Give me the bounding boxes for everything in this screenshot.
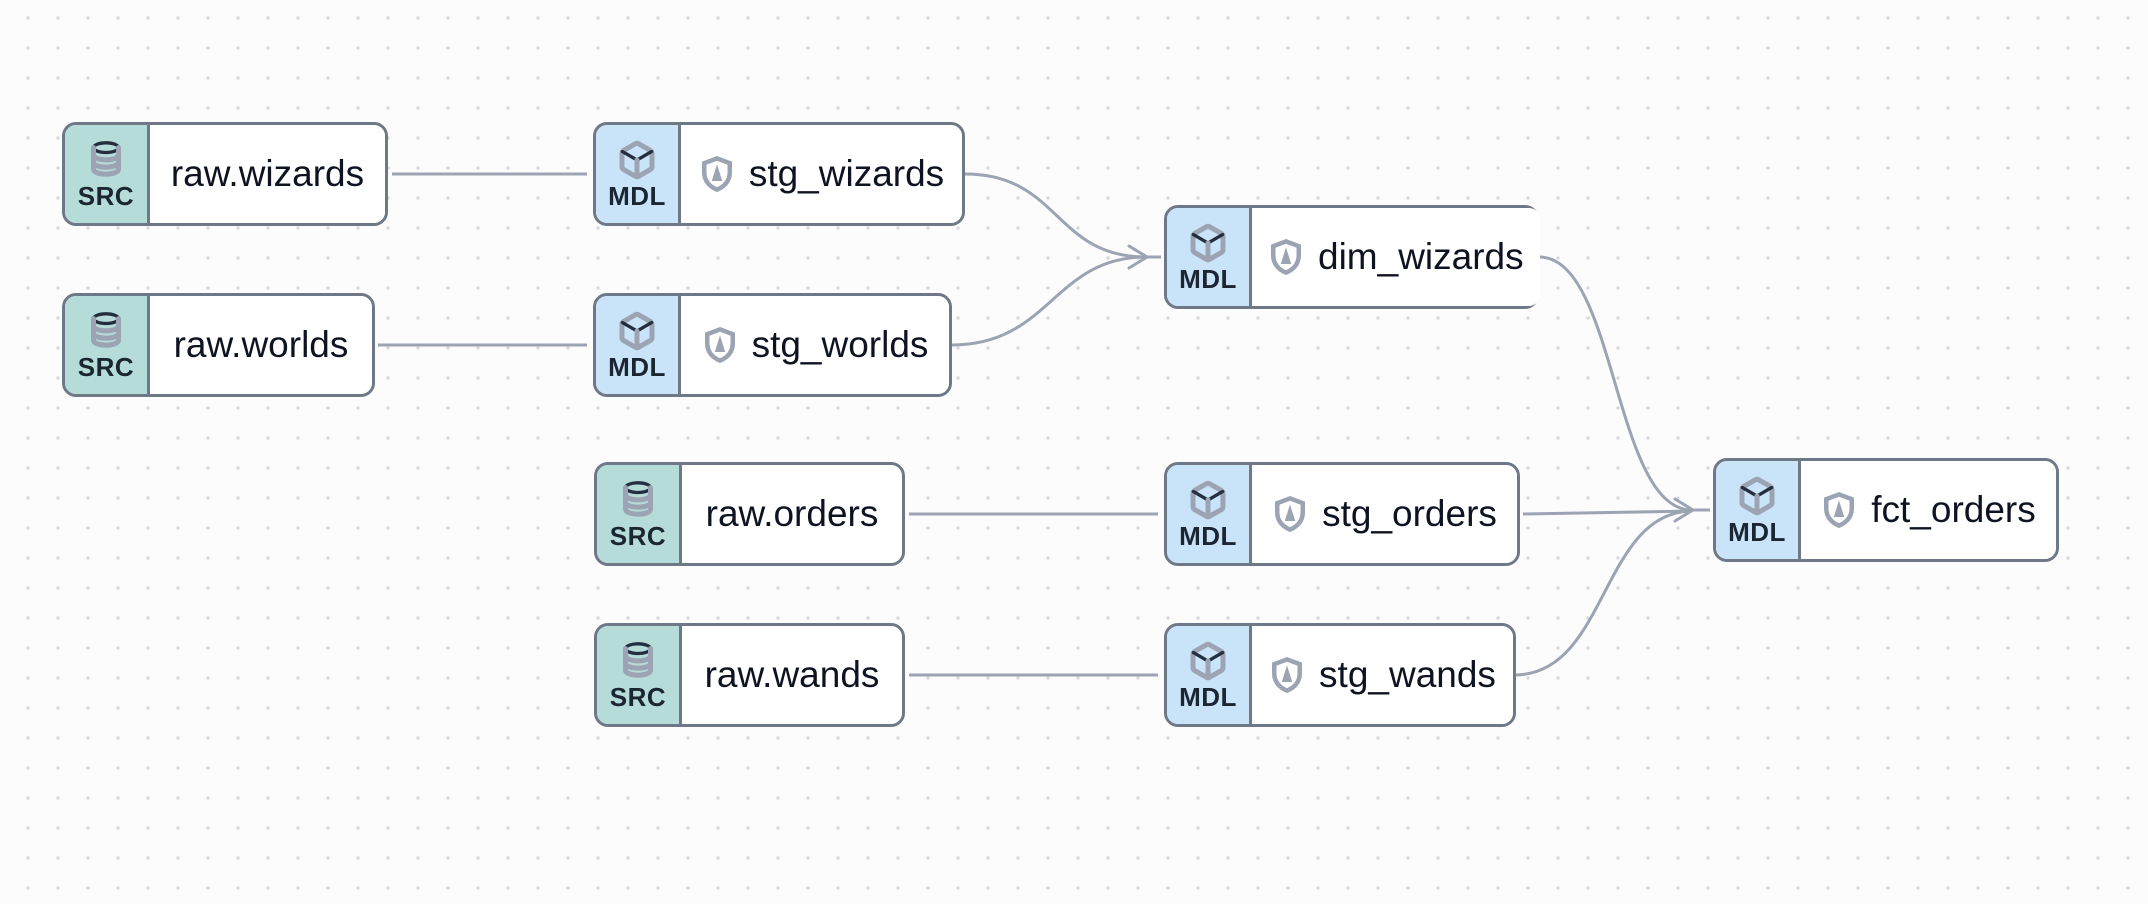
node-stg-worlds[interactable]: MDL stg_worlds — [593, 293, 952, 397]
node-label: dim_wizards — [1318, 236, 1524, 277]
shield-lock-icon — [1272, 494, 1308, 534]
node-body: stg_wands — [1252, 626, 1513, 724]
badge-label: SRC — [77, 180, 135, 211]
node-label: stg_orders — [1322, 493, 1497, 534]
node-body: raw.wizards — [150, 125, 385, 223]
model-type-badge: MDL — [1167, 626, 1252, 724]
shield-lock-icon — [699, 154, 735, 194]
node-body: stg_worlds — [681, 296, 949, 394]
node-label: raw.worlds — [173, 324, 349, 365]
database-icon — [618, 641, 658, 681]
node-body: fct_orders — [1801, 461, 2056, 559]
badge-label: MDL — [1728, 516, 1786, 547]
cube-icon — [617, 140, 657, 180]
badge-label: MDL — [608, 180, 666, 211]
source-type-badge: SRC — [597, 626, 682, 724]
source-type-badge: SRC — [597, 465, 682, 563]
node-label: stg_worlds — [751, 324, 929, 365]
source-type-badge: SRC — [65, 125, 150, 223]
edge-stg_worlds-dim_wizards — [951, 255, 1147, 347]
edge-stg_wands-fct_orders — [1515, 509, 1693, 677]
model-type-badge: MDL — [1167, 208, 1252, 306]
model-type-badge: MDL — [1716, 461, 1801, 559]
edge-stg_orders-fct_orders — [1522, 509, 1693, 516]
node-body: stg_orders — [1252, 465, 1517, 563]
database-icon — [86, 311, 126, 351]
node-label: stg_wands — [1319, 654, 1496, 695]
cube-icon — [1188, 480, 1228, 520]
node-stg-wizards[interactable]: MDL stg_wizards — [593, 122, 965, 226]
cube-icon — [1188, 223, 1228, 263]
node-dim-wizards[interactable]: MDL dim_wizards — [1164, 205, 1540, 309]
node-body: raw.worlds — [150, 296, 372, 394]
badge-label: SRC — [609, 681, 667, 712]
database-icon — [86, 140, 126, 180]
node-label: raw.orders — [705, 493, 879, 534]
badge-label: SRC — [77, 351, 135, 382]
badge-label: MDL — [1179, 520, 1237, 551]
badge-label: MDL — [1179, 681, 1237, 712]
badge-label: MDL — [1179, 263, 1237, 294]
badge-label: MDL — [608, 351, 666, 382]
node-stg-orders[interactable]: MDL stg_orders — [1164, 462, 1520, 566]
shield-lock-icon — [702, 325, 738, 365]
node-raw-worlds[interactable]: SRC raw.worlds — [62, 293, 375, 397]
shield-lock-icon — [1821, 490, 1857, 530]
model-type-badge: MDL — [596, 296, 681, 394]
shield-lock-icon — [1268, 237, 1304, 277]
node-label: raw.wands — [704, 654, 880, 695]
cube-icon — [617, 311, 657, 351]
cube-icon — [1737, 476, 1777, 516]
node-body: raw.orders — [682, 465, 902, 563]
edge-dim_wizards-fct_orders — [1538, 255, 1693, 512]
node-label: stg_wizards — [748, 153, 945, 194]
badge-label: SRC — [609, 520, 667, 551]
source-type-badge: SRC — [65, 296, 150, 394]
arrowhead-into-dim_wizards — [1127, 244, 1161, 270]
shield-lock-icon — [1269, 655, 1305, 695]
model-type-badge: MDL — [1167, 465, 1252, 563]
database-icon — [618, 480, 658, 520]
node-raw-wands[interactable]: SRC raw.wands — [594, 623, 905, 727]
node-label: fct_orders — [1871, 489, 2036, 530]
edge-stg_wizards-dim_wizards — [964, 172, 1147, 259]
node-body: raw.wands — [682, 626, 902, 724]
node-raw-wizards[interactable]: SRC raw.wizards — [62, 122, 388, 226]
cube-icon — [1188, 641, 1228, 681]
node-raw-orders[interactable]: SRC raw.orders — [594, 462, 905, 566]
node-stg-wands[interactable]: MDL stg_wands — [1164, 623, 1516, 727]
node-body: dim_wizards — [1252, 208, 1540, 306]
arrowhead-into-fct_orders — [1673, 497, 1710, 523]
model-type-badge: MDL — [596, 125, 681, 223]
node-fct-orders[interactable]: MDL fct_orders — [1713, 458, 2059, 562]
node-label: raw.wizards — [170, 153, 365, 194]
node-body: stg_wizards — [681, 125, 962, 223]
